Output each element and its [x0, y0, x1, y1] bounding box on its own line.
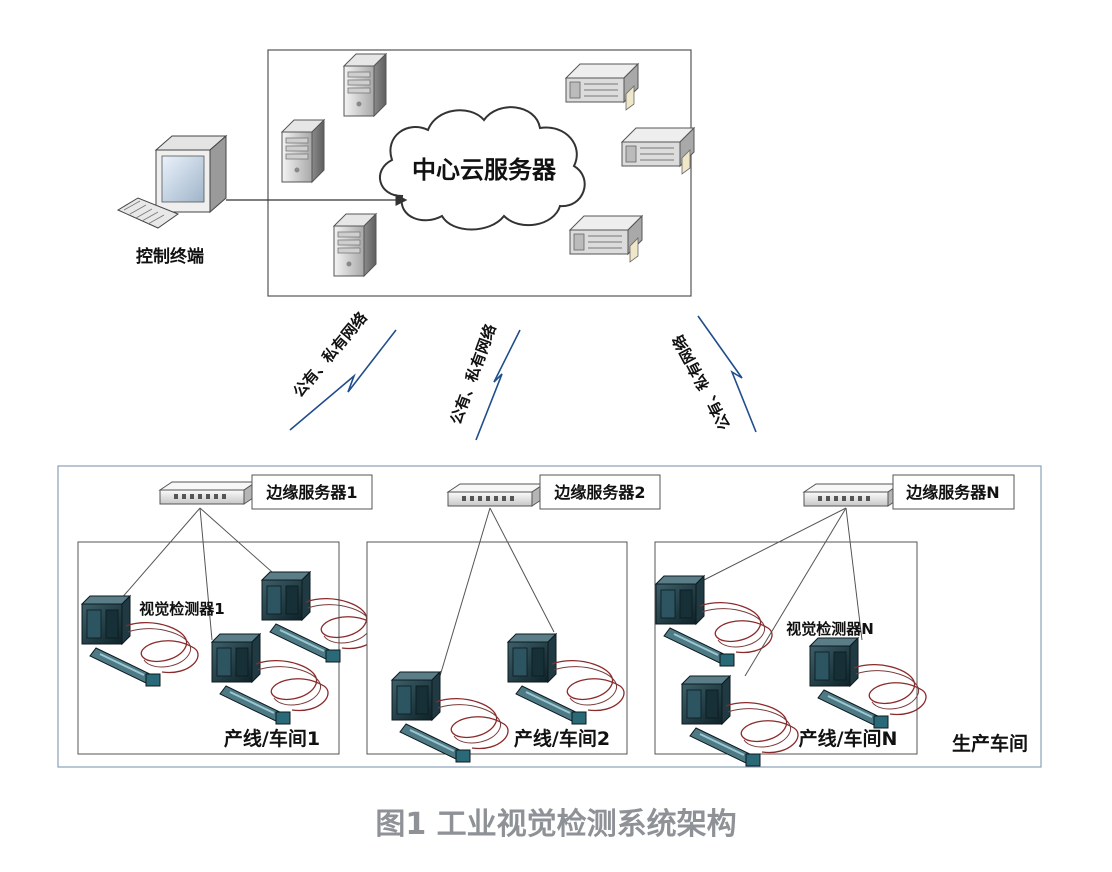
edge-switch-n-icon — [803, 483, 901, 507]
tower-server-icon — [281, 119, 325, 183]
figure-caption: 图1 工业视觉检测系统架构 — [375, 807, 736, 842]
tower-server-icon — [343, 53, 387, 117]
production-line-2-frame — [366, 541, 628, 755]
cloud-icon — [379, 106, 586, 231]
network-link-2-icon — [475, 329, 521, 441]
network-link-3-icon — [697, 315, 757, 433]
workshop-label: 生产车间 — [952, 732, 1028, 755]
production-line-n-label: 产线/车间N — [799, 727, 898, 750]
edge-switch-1-icon — [159, 481, 257, 505]
edge-server-n-label: 边缘服务器N — [905, 483, 999, 502]
detector-1-label: 视觉检测器1 — [139, 600, 224, 618]
edge-server-n-box — [892, 474, 1015, 510]
network-link-2-label: 公有、私有网络 — [447, 322, 500, 427]
edge-switch-2-icon — [447, 483, 545, 507]
production-line-2-label: 产线/车间2 — [514, 727, 610, 750]
edge-server-1-box — [251, 474, 373, 510]
network-link-1-icon — [289, 329, 397, 431]
production-line-1-label: 产线/车间1 — [224, 727, 320, 750]
control-label: 控制终端 — [136, 246, 204, 267]
cloud-label: 中心云服务器 — [412, 156, 557, 184]
workshop-frame — [57, 465, 1042, 768]
tower-server-icon — [333, 213, 377, 277]
detector-n-label: 视觉检测器N — [786, 620, 874, 638]
edge-server-1-label: 边缘服务器1 — [265, 483, 357, 502]
line-2-connections — [439, 507, 555, 677]
control-terminal-icon — [116, 134, 228, 229]
network-link-3-label: 公有、私有网络 — [669, 332, 734, 433]
edge-server-2-box — [539, 474, 661, 510]
network-link-1-label: 公有、私有网络 — [290, 309, 371, 401]
edge-server-2-label: 边缘服务器2 — [553, 483, 645, 502]
